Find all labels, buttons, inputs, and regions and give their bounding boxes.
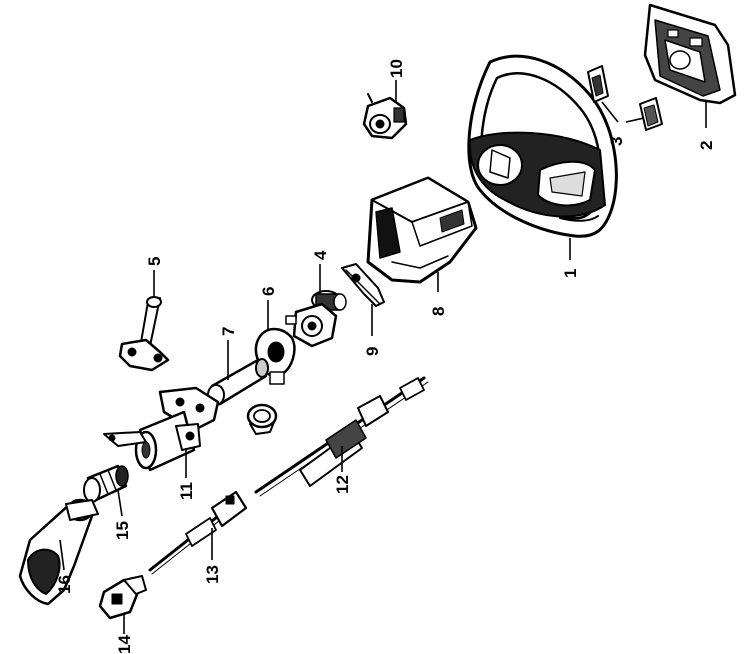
part-9-switch-lever[interactable] [341,263,385,307]
leader-lines [59,80,707,634]
callout-5: 5 [145,257,164,266]
part-2-horn-pad[interactable] [643,3,737,105]
callout-15: 15 [113,521,132,540]
part-7-column-tube[interactable] [207,358,269,406]
callout-16: 16 [55,575,74,594]
callout-4: 4 [311,250,330,260]
callout-8: 8 [429,307,448,316]
part-lock-housing[interactable] [285,302,338,348]
callout-13: 13 [203,565,222,584]
part-clamp[interactable] [246,403,278,435]
callout-7: 7 [219,327,238,336]
part-11-column-housing[interactable] [103,386,220,472]
part-15-collar[interactable] [83,464,129,503]
part-5-tilt-lever[interactable] [118,296,170,372]
part-8-column-shroud[interactable] [366,176,478,284]
callout-10: 10 [387,59,406,78]
callout-3: 3 [607,137,626,146]
callout-14: 14 [115,635,134,654]
part-1-steering-wheel[interactable] [467,54,618,238]
callout-9: 9 [363,347,382,356]
part-13-intermediate-shaft[interactable] [148,490,248,575]
callout-2: 2 [697,141,716,150]
callout-1: 1 [561,269,580,278]
callout-12: 12 [333,475,352,494]
part-3-horn-contact[interactable] [587,65,663,131]
part-16-dust-boot[interactable] [18,498,99,606]
callout-6: 6 [259,287,278,296]
part-12-upper-shaft[interactable] [254,376,429,497]
callout-11: 11 [177,482,196,500]
part-14-universal-joint[interactable] [98,575,147,620]
part-10-switch[interactable] [362,93,408,140]
callout-numbers: 1 2 3 4 5 6 7 8 9 10 11 12 13 14 15 16 [55,59,716,654]
part-4-cancel-cam[interactable] [311,290,347,311]
